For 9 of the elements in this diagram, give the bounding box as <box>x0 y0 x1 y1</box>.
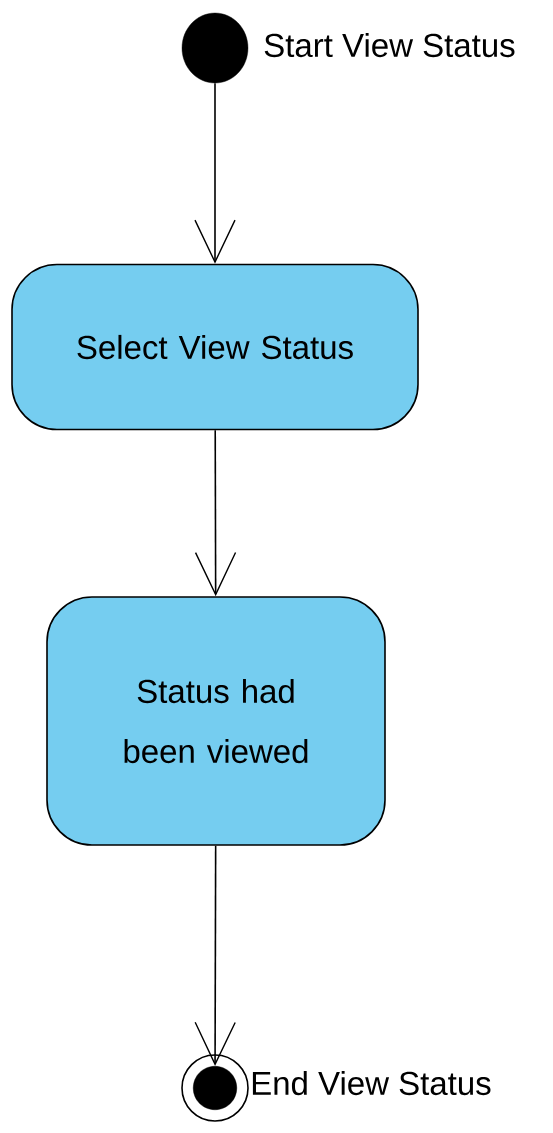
arrow <box>194 82 236 264</box>
arrow <box>194 429 237 597</box>
arrow <box>194 845 236 1066</box>
final-state-circle <box>181 1054 249 1122</box>
initial-state-circle <box>181 12 249 84</box>
state-label: End View Status <box>252 1070 491 1096</box>
state-label: Start View Status <box>264 32 515 58</box>
activity-box: Select View Status <box>11 263 419 431</box>
activity-box: Status had been viewed <box>46 596 386 846</box>
